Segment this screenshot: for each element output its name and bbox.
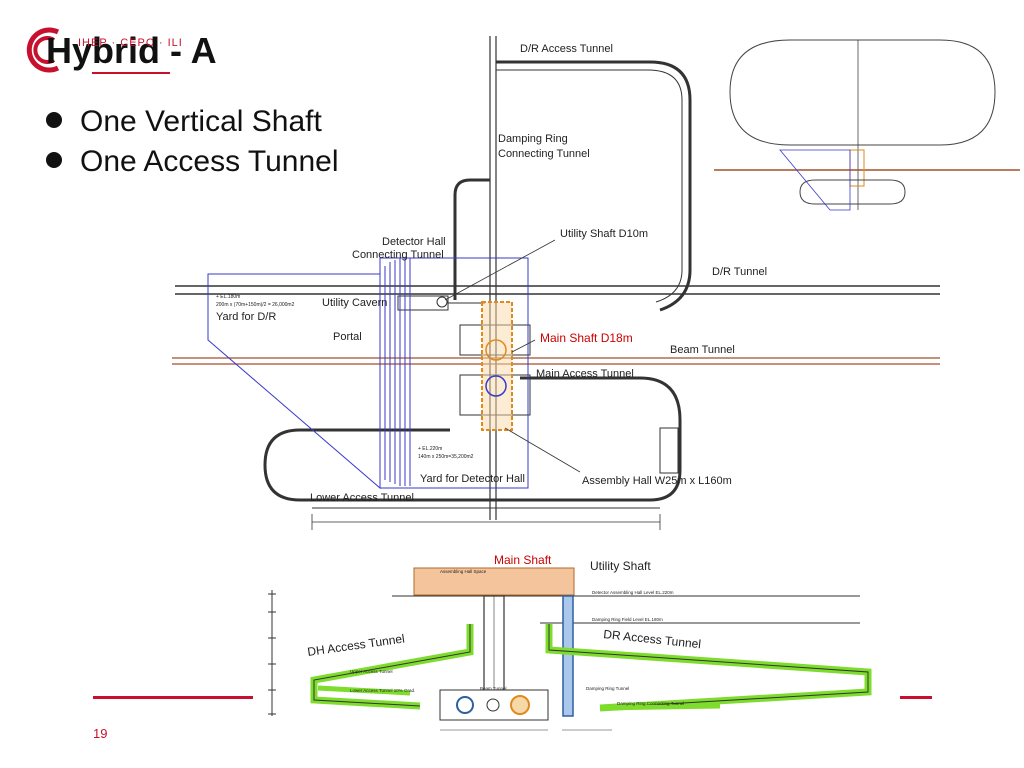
bullet-text: One Access Tunnel <box>80 145 339 178</box>
plan-label-lower-access-tunnel: Lower Access Tunnel <box>310 492 414 504</box>
section-label-lower-access: Lower Access Tunnel 10% Grad. <box>350 688 415 693</box>
plan-label-assembly-hall: Assembly Hall W25m x L160m <box>582 475 732 487</box>
plan-label-dr-access-tunnel: D/R Access Tunnel <box>520 43 613 55</box>
logo-icon <box>26 27 60 73</box>
plan-label-utility-shaft: Utility Shaft D10m <box>560 228 648 240</box>
section-label-dh-access: DH Access Tunnel <box>306 631 405 659</box>
plan-label-yard-dr: Yard for D/R <box>216 311 276 323</box>
bullet-icon <box>46 152 62 169</box>
footer-line-left <box>93 696 253 699</box>
title-underline <box>92 72 170 74</box>
plan-label-main-shaft: Main Shaft D18m <box>540 331 633 345</box>
brand-text: IHEP · CEPC · ILI <box>78 37 183 49</box>
section-label-dr-access: DR Access Tunnel <box>603 627 702 651</box>
section-label-main-shaft: Main Shaft <box>494 553 552 567</box>
plan-label-dhct-1: Detector Hall <box>382 236 446 248</box>
plan-label-main-access-tunnel: Main Access Tunnel <box>536 368 634 380</box>
section-label-assembling-hall: Assembling Hall Space <box>440 569 487 574</box>
plan-view-drawing: D/R Access Tunnel Damping Ring Connectin… <box>172 36 1020 530</box>
page-number: 19 <box>93 726 108 741</box>
plan-label-yard-dh: Yard for Detector Hall <box>420 473 525 485</box>
plan-label-portal: Portal <box>333 331 362 343</box>
plan-label-dhct-2: Connecting Tunnel <box>352 249 444 261</box>
bullet-icon <box>46 112 62 129</box>
footer-line-right <box>900 696 932 699</box>
bullet-list: One Vertical Shaft One Access Tunnel <box>46 102 339 182</box>
brand-logo <box>18 24 70 76</box>
plan-label-yard-dh-note-1: + EL.220m <box>418 446 442 452</box>
overview-inset <box>714 39 1020 211</box>
bullet-text: One Vertical Shaft <box>80 105 322 138</box>
section-label-upper-access: Upper Access Tunnel <box>350 669 393 674</box>
plan-label-yard-dr-note-1: + EL.180m <box>216 294 240 300</box>
section-label-dr-field-level: Damping Ring Field Level EL.180m <box>592 617 663 622</box>
plan-label-yard-dr-note-2: 200m x (70m+150m)/2 = 26,000m2 <box>216 302 295 308</box>
section-label-beam-tunnel: Beam Tunnel <box>480 686 507 691</box>
section-label-utility-shaft: Utility Shaft <box>590 559 651 573</box>
plan-label-drct-1: Damping Ring <box>498 133 568 145</box>
section-label-dr-connecting: Damping Ring Connecting Tunnel <box>617 701 684 706</box>
section-view-drawing: Main Shaft Utility Shaft Assembling Hall… <box>268 553 872 731</box>
bullet-item: One Access Tunnel <box>46 142 339 182</box>
slide-title: Hybrid - A <box>46 30 217 71</box>
plan-label-yard-dh-note-2: 140m x 250m=35,200m2 <box>418 454 474 460</box>
plan-label-dr-tunnel: D/R Tunnel <box>712 266 767 278</box>
plan-label-drct-2: Connecting Tunnel <box>498 148 590 160</box>
section-label-dr-tunnel: Damping Ring Tunnel <box>586 686 629 691</box>
plan-label-utility-cavern: Utility Cavern <box>322 297 387 309</box>
plan-label-beam-tunnel: Beam Tunnel <box>670 344 735 356</box>
bullet-item: One Vertical Shaft <box>46 102 339 142</box>
section-label-detector-level: Detector Assembling Hall Level EL.220m <box>592 590 674 595</box>
